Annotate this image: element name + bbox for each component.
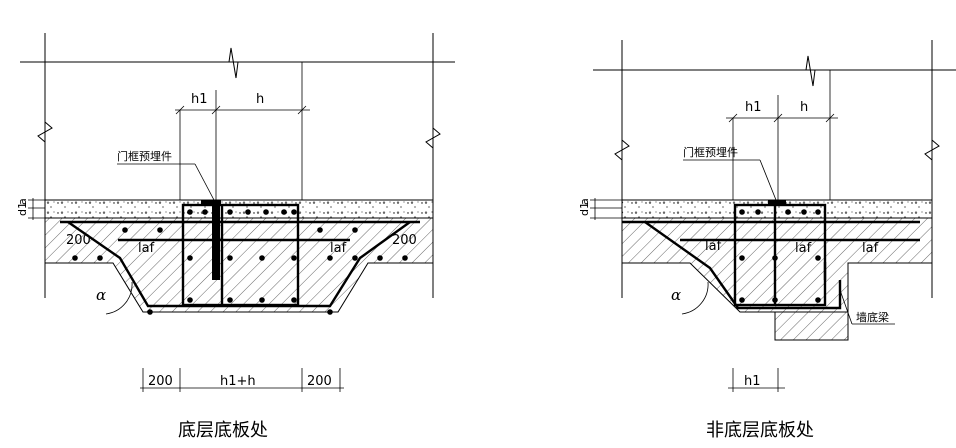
left-laf-left: laf <box>138 241 155 256</box>
right-laf-1: laf <box>705 239 722 254</box>
right-d1-label: d1 <box>578 202 591 216</box>
right-laf-2: laf <box>795 241 812 256</box>
right-beam-label: 墙底梁 <box>856 310 889 324</box>
right-dim-h: h <box>800 100 808 115</box>
left-a-label: a <box>16 198 29 205</box>
left-embed-label: 门框预埋件 <box>117 149 172 163</box>
right-dim-h1: h1 <box>745 100 762 115</box>
right-a-label: a <box>578 198 591 205</box>
right-bottom-h1: h1 <box>744 374 761 389</box>
left-bottom-h1h: h1+h <box>220 374 256 389</box>
left-d1-label: d1 <box>16 202 29 216</box>
left-laf-right: laf <box>330 241 347 256</box>
left-bottom-200-right: 200 <box>307 374 332 389</box>
right-detail: h1 h 门框预埋件 d1 a laf laf laf α <box>578 40 956 441</box>
left-dim-h1: h1 <box>191 92 208 107</box>
left-lap-200-right: 200 <box>392 233 417 248</box>
right-laf-3: laf <box>862 241 879 256</box>
left-bottom-200-left: 200 <box>148 374 173 389</box>
right-alpha: α <box>671 286 681 304</box>
left-dim-h: h <box>256 92 264 107</box>
left-detail: h1 h 门框预埋件 d1 a <box>16 33 455 441</box>
left-alpha: α <box>96 286 106 304</box>
right-embed-label: 门框预埋件 <box>683 145 738 159</box>
left-lap-200-left: 200 <box>66 233 91 248</box>
left-title: 底层底板处 <box>178 420 268 441</box>
right-title: 非底层底板处 <box>706 420 814 441</box>
